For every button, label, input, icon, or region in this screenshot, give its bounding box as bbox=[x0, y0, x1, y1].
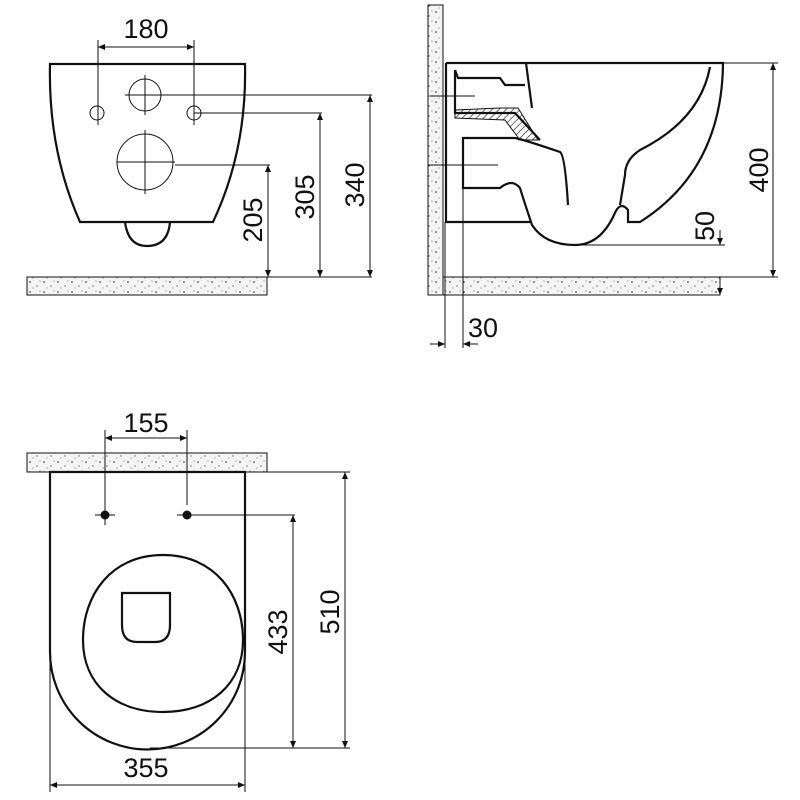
bolt-hole-left bbox=[89, 105, 105, 121]
dim-305: 305 bbox=[290, 174, 320, 219]
bowl-section-outline bbox=[446, 61, 725, 247]
dim-180: 180 bbox=[123, 14, 168, 44]
wall-slab-top bbox=[26, 452, 268, 473]
dim-510: 510 bbox=[315, 589, 345, 634]
outlet-spout bbox=[123, 221, 172, 248]
dim-50: 50 bbox=[690, 211, 720, 241]
dim-155: 155 bbox=[123, 408, 168, 438]
side-view: 400 50 30 bbox=[427, 4, 778, 348]
water-outlet bbox=[120, 591, 172, 644]
dim-355: 355 bbox=[123, 753, 168, 783]
dim-30: 30 bbox=[468, 313, 498, 343]
floor-slab-side bbox=[442, 276, 721, 296]
dim-433: 433 bbox=[263, 609, 293, 654]
bowl-front-outline bbox=[48, 62, 247, 224]
front-view: 180 205 305 340 bbox=[26, 14, 373, 296]
dim-340: 340 bbox=[340, 162, 370, 207]
seat-outline bbox=[48, 470, 247, 751]
floor-slab bbox=[26, 276, 268, 296]
dim-205: 205 bbox=[238, 197, 268, 242]
wall bbox=[427, 4, 444, 296]
top-view: 155 433 510 355 bbox=[26, 408, 350, 792]
dim-400: 400 bbox=[744, 147, 774, 192]
bowl-opening bbox=[81, 553, 245, 714]
